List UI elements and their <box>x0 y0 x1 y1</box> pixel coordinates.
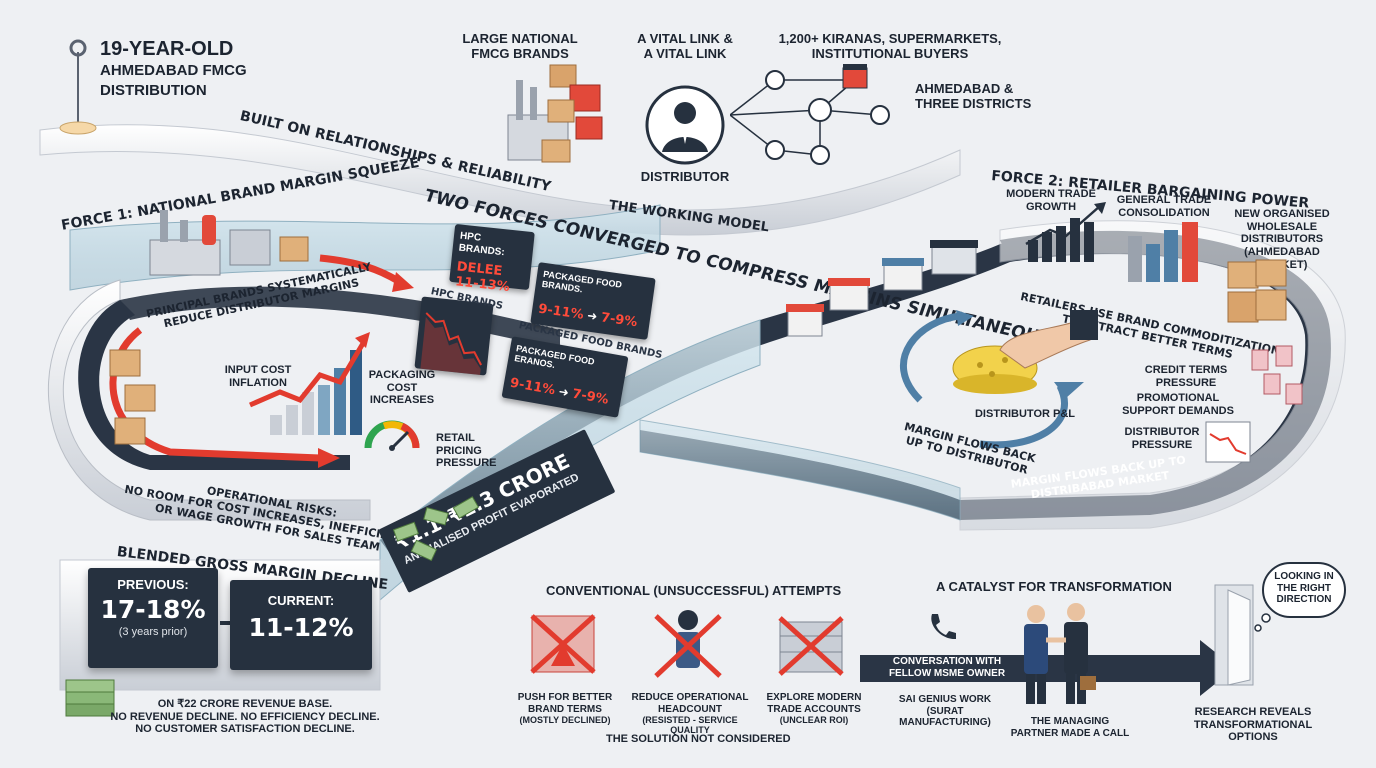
rejected-headcount-icon <box>654 610 722 678</box>
wholesale-boxes-icon <box>1227 259 1287 323</box>
previous-margin-card: PREVIOUS: 17-18% (3 years prior) <box>88 568 218 668</box>
retail-shops-icon <box>786 240 978 337</box>
factory-icon <box>507 64 603 163</box>
network-icon <box>730 64 890 165</box>
current-margin-card: CURRENT: 11-12% <box>230 580 372 670</box>
hpc-margin-panel: HPC BRANDS: DELEE 11-13% <box>449 223 535 295</box>
line-chart-icon <box>1205 421 1251 463</box>
pressure-gauge-icon <box>364 420 420 451</box>
distributor-pl-label: DISTRIBUTOR P&L <box>974 408 1076 420</box>
attempts-title: CONVENTIONAL (UNSUCCESSFUL) ATTEMPTS <box>546 583 842 598</box>
shopping-bags-icon <box>1251 345 1303 405</box>
page-subtitle-line2: DISTRIBUTION <box>100 82 207 99</box>
cost-bar-chart-icon <box>249 332 370 435</box>
general-trade-chart-icon <box>1128 222 1198 282</box>
hpc-trend-panel <box>414 296 494 376</box>
catalyst-title: A CATALYST FOR TRANSFORMATION <box>936 579 1172 594</box>
distributor-icon <box>645 85 725 165</box>
solution-not-considered: THE SOLUTION NOT CONSIDERED <box>606 733 791 745</box>
modern-trade-chart-icon <box>1025 202 1106 262</box>
squeeze-cycle-icon <box>899 310 1098 449</box>
rejected-terms-icon <box>530 614 596 674</box>
distributor-label: DISTRIBUTOR <box>640 169 730 184</box>
force1-boxes-icon <box>109 349 156 445</box>
link-label: A VITAL LINK &A VITAL LINK <box>637 31 733 61</box>
page-subtitle-line1: AHMEDABAD FMCG <box>100 62 247 79</box>
force1-factory-icon <box>149 210 309 276</box>
region-label: AHMEDABAD &THREE DISTRICTS <box>915 81 1032 111</box>
cash-stack-icon <box>65 679 115 717</box>
handshake-icon <box>1024 603 1096 704</box>
phone-icon <box>931 614 956 640</box>
revenue-note: ON ₹22 CRORE REVENUE BASE.NO REVENUE DEC… <box>110 698 380 736</box>
page-title: 19-YEAR-OLD <box>100 38 234 60</box>
flying-money-icon <box>392 496 480 562</box>
rejected-modern-trade-icon <box>778 616 844 676</box>
buyers-label: 1,200+ KIRANAS, SUPERMARKETS,INSTITUTION… <box>778 31 1002 61</box>
thought-dots-icon <box>1254 613 1271 632</box>
